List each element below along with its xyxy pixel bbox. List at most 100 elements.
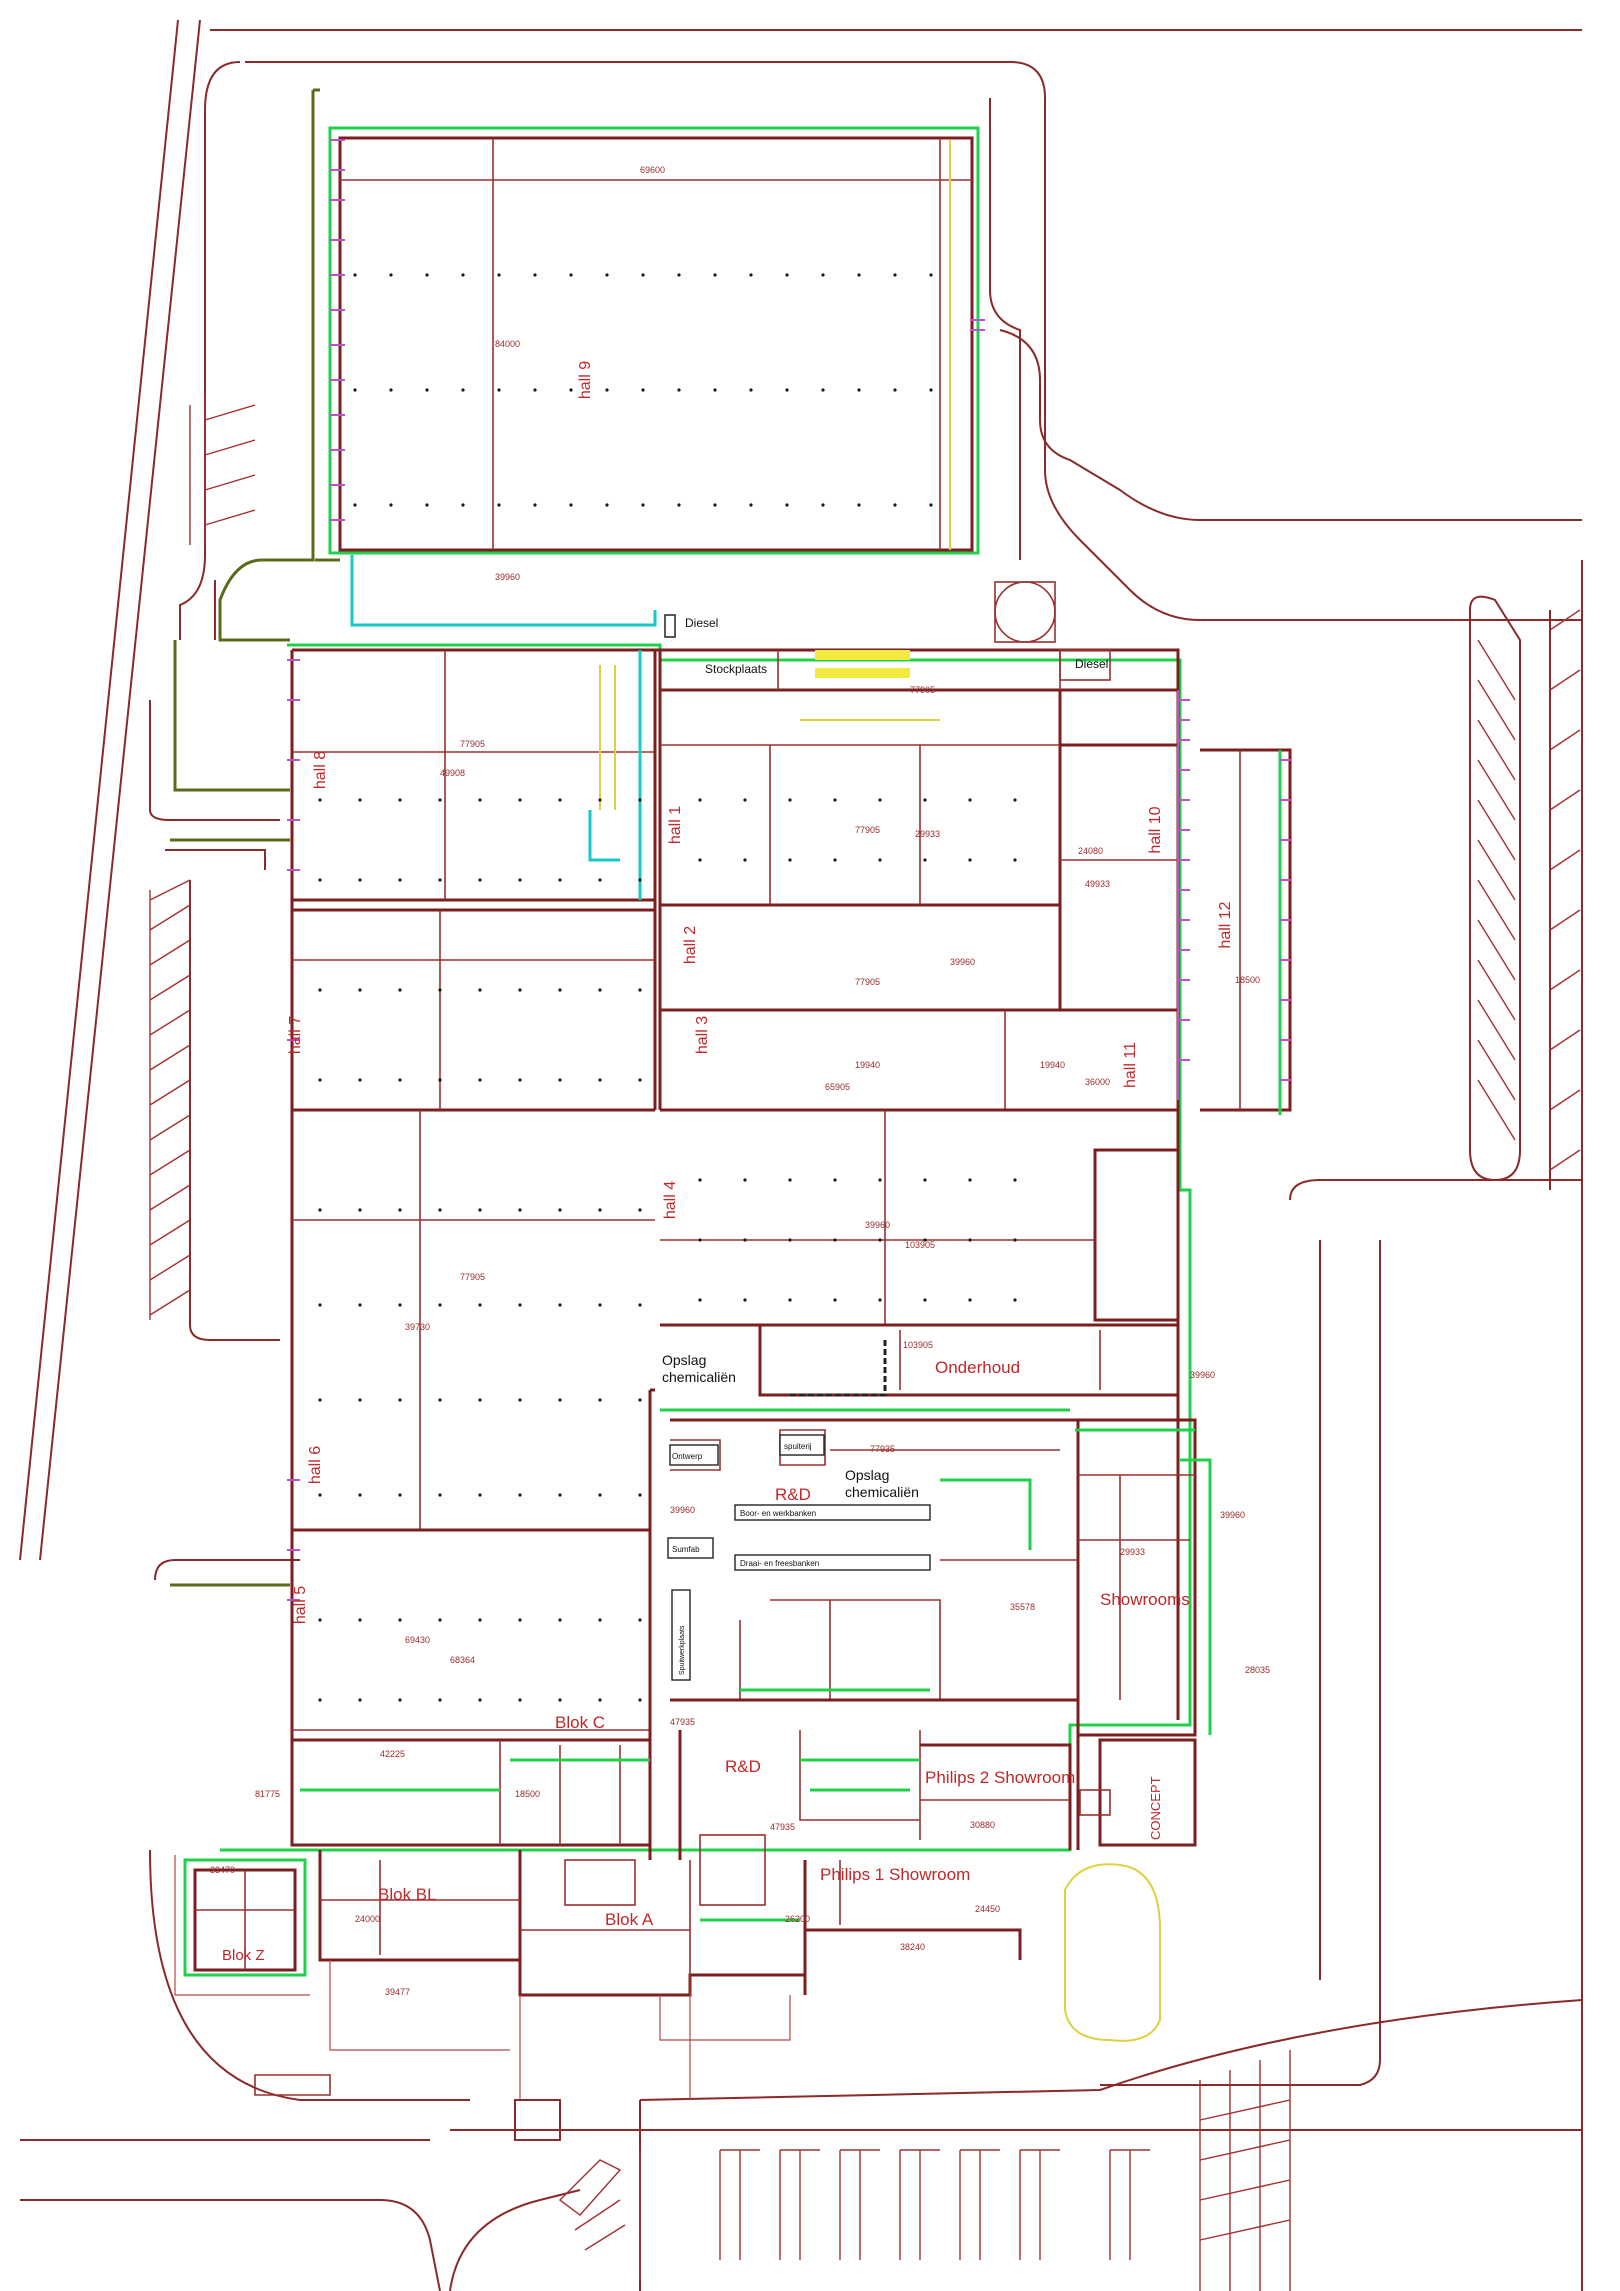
column-dot <box>743 1238 747 1242</box>
hall-column-grid <box>318 798 1017 1702</box>
column-dot <box>923 858 927 862</box>
stockplaats-label: Stockplaats <box>705 662 767 676</box>
hall2-label: hall 2 <box>682 926 699 964</box>
column-dot <box>569 273 573 277</box>
hall10-label: hall 10 <box>1147 806 1164 853</box>
column-dot <box>677 388 681 392</box>
dim-label: 39960 <box>495 572 520 582</box>
dim-label: 26200 <box>785 1914 810 1924</box>
philips2-label: Philips 2 Showroom <box>925 1768 1075 1787</box>
right-parking-island <box>1469 595 1581 1190</box>
dim-label: 19940 <box>1040 1060 1065 1070</box>
column-dot <box>598 1493 602 1497</box>
dim-label: 18500 <box>515 1789 540 1799</box>
column-dot <box>318 988 322 992</box>
lower-wing <box>254 1834 1022 2100</box>
column-dot <box>857 388 861 392</box>
hall6-label: hall 6 <box>307 1446 324 1484</box>
column-dot <box>698 1178 702 1182</box>
column-dot <box>318 1208 322 1212</box>
column-dot <box>878 858 882 862</box>
column-dot <box>358 1208 362 1212</box>
column-dot <box>878 1178 882 1182</box>
column-dot <box>641 273 645 277</box>
column-dot <box>478 798 482 802</box>
column-dot <box>605 388 609 392</box>
dim-label: 24080 <box>1078 846 1103 856</box>
column-dot <box>518 878 522 882</box>
draai-freesbanken-label: Draai- en freesbanken <box>740 1559 819 1568</box>
column-dot <box>398 1698 402 1702</box>
column-dot <box>677 503 681 507</box>
column-dot <box>558 1078 562 1082</box>
diesel-tank <box>994 581 1111 681</box>
diesel-pump <box>664 614 676 638</box>
column-dot <box>569 388 573 392</box>
column-dot <box>358 1698 362 1702</box>
spuitwerkplaats-label: Spuitwerkplaats <box>679 1625 686 1675</box>
sumfab-box <box>667 1537 714 1559</box>
column-dot <box>558 1493 562 1497</box>
column-dot <box>598 1618 602 1622</box>
blok-z-label: Blok Z <box>222 1947 265 1964</box>
dim-label: 68364 <box>450 1655 475 1665</box>
column-dot <box>1013 798 1017 802</box>
column-dot <box>968 1238 972 1242</box>
column-dot <box>598 1303 602 1307</box>
dim-label: 39477 <box>385 1987 410 1997</box>
dim-label: 39960 <box>670 1505 695 1515</box>
dim-label: 24450 <box>975 1904 1000 1914</box>
column-dot <box>461 273 465 277</box>
column-dot <box>461 388 465 392</box>
column-dot <box>353 503 357 507</box>
column-dot <box>968 858 972 862</box>
column-dot <box>788 1238 792 1242</box>
column-dot <box>878 1238 882 1242</box>
column-dot <box>641 388 645 392</box>
column-dot <box>358 1493 362 1497</box>
column-dot <box>398 1208 402 1212</box>
dim-label: 35578 <box>1010 1602 1035 1612</box>
column-dot <box>358 798 362 802</box>
column-dot <box>749 388 753 392</box>
dim-label: 19940 <box>855 1060 880 1070</box>
column-dot <box>743 1298 747 1302</box>
column-dot <box>318 1398 322 1402</box>
column-dot <box>605 503 609 507</box>
column-dot <box>358 1078 362 1082</box>
dim-label: 65905 <box>825 1082 850 1092</box>
philips1-label: Philips 1 Showroom <box>820 1865 970 1884</box>
column-dot <box>425 388 429 392</box>
bottom-parking <box>449 2050 1291 2291</box>
column-dot <box>857 273 861 277</box>
column-dot <box>389 273 393 277</box>
boor-werkbanken-label: Boor- en werkbanken <box>740 1509 816 1518</box>
rd-label-2: R&D <box>725 1757 761 1776</box>
column-dot <box>878 798 882 802</box>
dim-label: 18500 <box>1235 975 1260 985</box>
ontwerp-label: Ontwerp <box>672 1452 703 1461</box>
dim-label: 84000 <box>495 339 520 349</box>
column-dot <box>598 1078 602 1082</box>
column-dot <box>598 1208 602 1212</box>
column-dot <box>1013 1298 1017 1302</box>
column-dot <box>478 1698 482 1702</box>
hall11-label: hall 11 <box>1122 1042 1139 1088</box>
column-dot <box>518 1303 522 1307</box>
column-dot <box>713 503 717 507</box>
dim-label: 47935 <box>770 1822 795 1832</box>
outer-roads <box>19 19 1583 2291</box>
column-dot <box>478 1398 482 1402</box>
column-dot <box>743 1178 747 1182</box>
column-dot <box>558 1303 562 1307</box>
rd-label-1: R&D <box>775 1485 811 1504</box>
column-dot <box>398 1303 402 1307</box>
column-dot <box>497 273 501 277</box>
column-dot <box>438 988 442 992</box>
column-dot <box>638 1618 642 1622</box>
dim-label: 77905 <box>855 977 880 987</box>
dim-label: 69600 <box>640 165 665 175</box>
column-dot <box>518 1398 522 1402</box>
column-dot <box>788 858 792 862</box>
